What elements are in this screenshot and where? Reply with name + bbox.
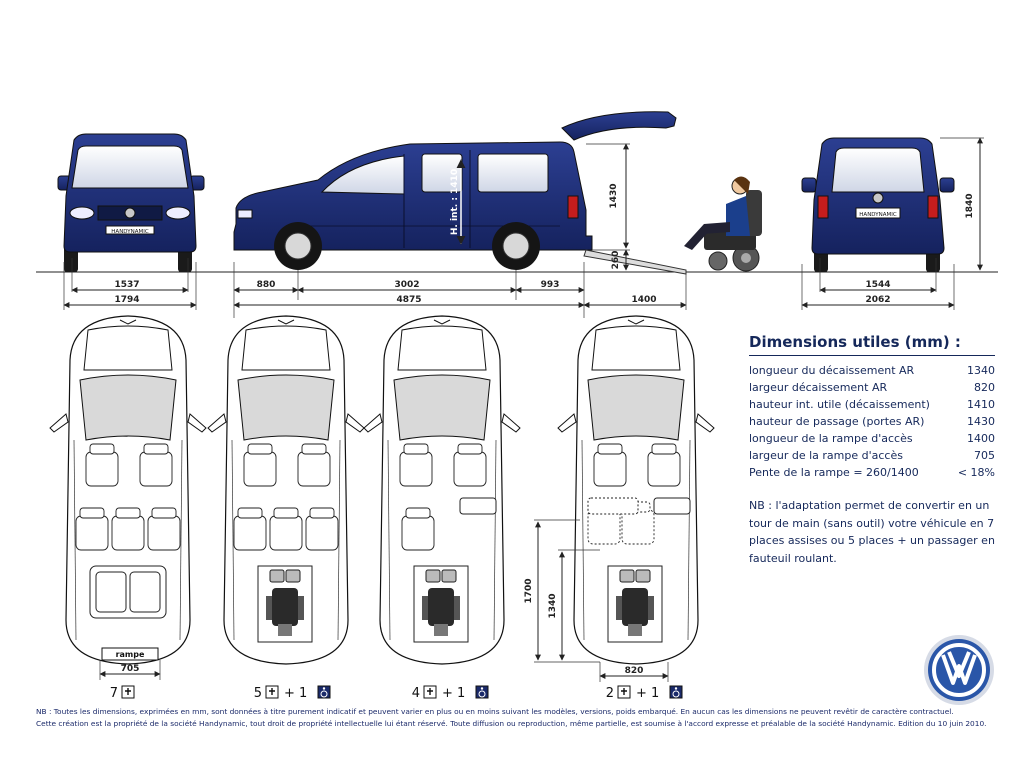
spec-label: longueur du décaissement AR [749,364,915,377]
seat-config: 2 + 1 [606,685,683,701]
spec-label: longueur de la rampe d'accès [749,432,913,445]
seat-count: 4 [412,686,420,701]
spec-label: largeur de la rampe d'accès [749,449,903,462]
spec-value: 820 [974,381,995,394]
plan-view [557,315,715,665]
seat-config: 7 [110,685,135,701]
spec-row: hauteur int. utile (décaissement) 1410 [749,396,995,413]
footer: NB : Toutes les dimensions, exprimées en… [36,706,996,730]
spec-value: 1340 [967,364,995,377]
spec-row: longueur du décaissement AR 1340 [749,362,995,379]
spec-value: 1430 [967,415,995,428]
front-view-car: HANDYNAMIC [57,133,205,272]
wheelchair-user [684,176,762,272]
side-view-car: H. int. : 1410 [233,111,687,275]
specs-panel: Dimensions utiles (mm) : longueur du déc… [749,333,995,567]
spec-row: Pente de la rampe = 260/1400 < 18% [749,464,995,481]
side-dim-ramp: 1400 [631,295,656,305]
spec-row: largeur de la rampe d'accès 705 [749,447,995,464]
specs-note: NB : l'adaptation permet de convertir en… [749,499,995,565]
spec-row: largeur décaissement AR 820 [749,379,995,396]
seat-config: 4 + 1 [412,685,489,701]
side-dim-wheelbase: 3002 [394,280,419,290]
plan-view [49,315,207,665]
footer-line-1: NB : Toutes les dimensions, exprimées en… [36,707,954,716]
rear-plate: HANDYNAMIC [859,212,897,218]
seat-config: 5 + 1 [254,685,331,701]
plan-view [363,315,521,665]
plan-annotations: rampe 705 1700 1340 820 [99,519,669,682]
side-door-height: 1430 [609,183,619,208]
seat-count: 2 [606,686,614,701]
rear-dimensions: 1544 2062 1840 [801,137,984,310]
front-dim-outer: 1794 [114,295,139,305]
side-dim-total: 4875 [396,295,421,305]
ramp-width: 705 [121,664,140,674]
plan-dim-1700: 1700 [524,578,534,603]
front-dim-inner: 1537 [114,280,139,290]
rear-dim-inner: 1544 [865,280,890,290]
plan-dim-1340: 1340 [548,593,558,618]
seat-extra: + 1 [284,686,307,701]
spec-row: longueur de la rampe d'accès 1400 [749,430,995,447]
side-int-height: H. int. : 1410 [450,169,460,235]
spec-label: hauteur de passage (portes AR) [749,415,925,428]
top-view-plans [49,315,715,665]
spec-value: < 18% [957,466,995,479]
front-plate: HANDYNAMIC [111,229,149,235]
front-dimensions: 1537 1794 [63,258,197,310]
spec-value: 1400 [967,432,995,445]
seat-config-labels: 7 5 + 1 4 + 1 2 + 1 [110,685,683,701]
plan-dim-820: 820 [625,666,644,676]
spec-value: 1410 [967,398,995,411]
side-ramp-height: 260 [611,251,621,270]
side-dimensions: 880 3002 993 4875 1400 1430 260 [233,143,687,318]
side-dim-front: 880 [257,280,276,290]
specs-list: longueur du décaissement AR 1340 largeur d… [749,362,995,481]
ramp-label: rampe [116,650,145,659]
spec-label: Pente de la rampe = 260/1400 [749,466,919,479]
footer-line-2: Cette création est la propriété de la so… [36,719,987,728]
rear-view-car: HANDYNAMIC [801,137,955,272]
seat-extra: + 1 [636,686,659,701]
plan-view [207,315,365,665]
spec-label: largeur décaissement AR [749,381,888,394]
seat-count: 5 [254,686,262,701]
vw-logo [924,635,994,705]
seat-count: 7 [110,686,118,701]
spec-row: hauteur de passage (portes AR) 1430 [749,413,995,430]
rear-height: 1840 [965,193,975,218]
spec-label: hauteur int. utile (décaissement) [749,398,930,411]
specs-title: Dimensions utiles (mm) : [749,333,995,356]
spec-value: 705 [974,449,995,462]
side-dim-rear: 993 [541,280,560,290]
seat-extra: + 1 [442,686,465,701]
rear-dim-outer: 2062 [865,295,890,305]
